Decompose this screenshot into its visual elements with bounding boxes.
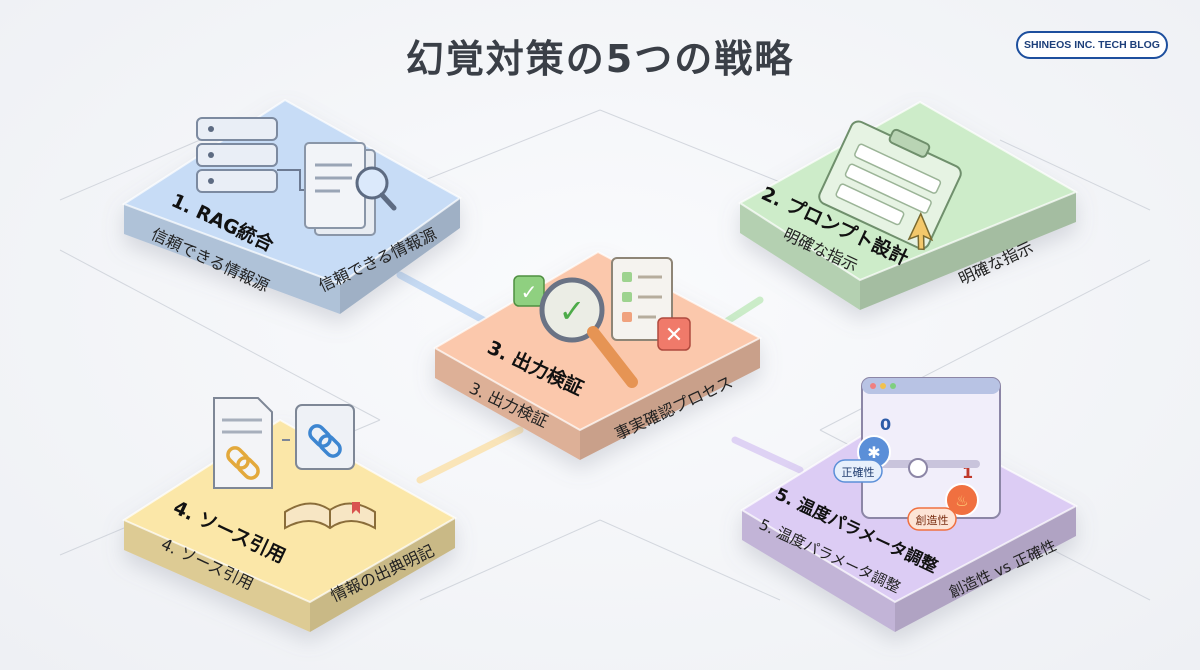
connector-source (416, 426, 524, 484)
link-card-icon (295, 404, 355, 470)
clipboard-cursor-icon (818, 120, 962, 251)
brand-badge: SHINEOS INC. TECH BLOG (1016, 31, 1168, 59)
document-link-book-icon (213, 397, 376, 530)
tile-side-right (860, 192, 1076, 310)
temperature-slider-icon: 0 1 ✱ ♨ 正確性 創造性 (833, 377, 1001, 531)
check-mark-large-icon: ✓ (559, 292, 586, 330)
checklist-icon (611, 257, 673, 341)
tile-side-left (124, 520, 310, 632)
slider-max-label: 1 (962, 463, 973, 482)
open-book-icon (284, 502, 376, 530)
tile-side-left (435, 348, 580, 460)
slider-min-label: 0 (880, 415, 891, 434)
document-icon (213, 397, 273, 489)
svg-text:♨: ♨ (955, 492, 968, 510)
check-mark-small-icon: ✓ (521, 280, 538, 304)
magnifier-checklist-icon: ✕ ✓ ✓ (513, 257, 691, 388)
tile-side-left (124, 204, 340, 314)
tile-side-right (580, 338, 760, 460)
accuracy-label: 正確性 (842, 465, 875, 479)
tile-side-right (895, 506, 1076, 632)
document-stack-icon (304, 142, 376, 236)
magnifier-lens-icon (539, 277, 605, 343)
tile-side-right (310, 518, 455, 632)
tile-side-left (742, 510, 895, 632)
page-title: 幻覚対策の5つの戦略 (405, 37, 795, 81)
creativity-label: 創造性 (916, 513, 949, 527)
connector-temperature (731, 436, 804, 474)
tile-side-left (740, 203, 860, 310)
strategy-tile-rag (121, 98, 462, 314)
cross-mark-icon: ✕ (665, 323, 683, 348)
svg-text:✱: ✱ (867, 443, 880, 462)
database-document-search-icon (196, 117, 397, 236)
server-stack-icon (196, 117, 278, 193)
cursor-icon (907, 211, 934, 251)
magnifier-handle-icon (587, 326, 638, 388)
flame-icon (945, 483, 979, 517)
magnifier-icon (355, 166, 397, 211)
slider-thumb (908, 458, 928, 478)
tile-side-right (340, 198, 460, 314)
